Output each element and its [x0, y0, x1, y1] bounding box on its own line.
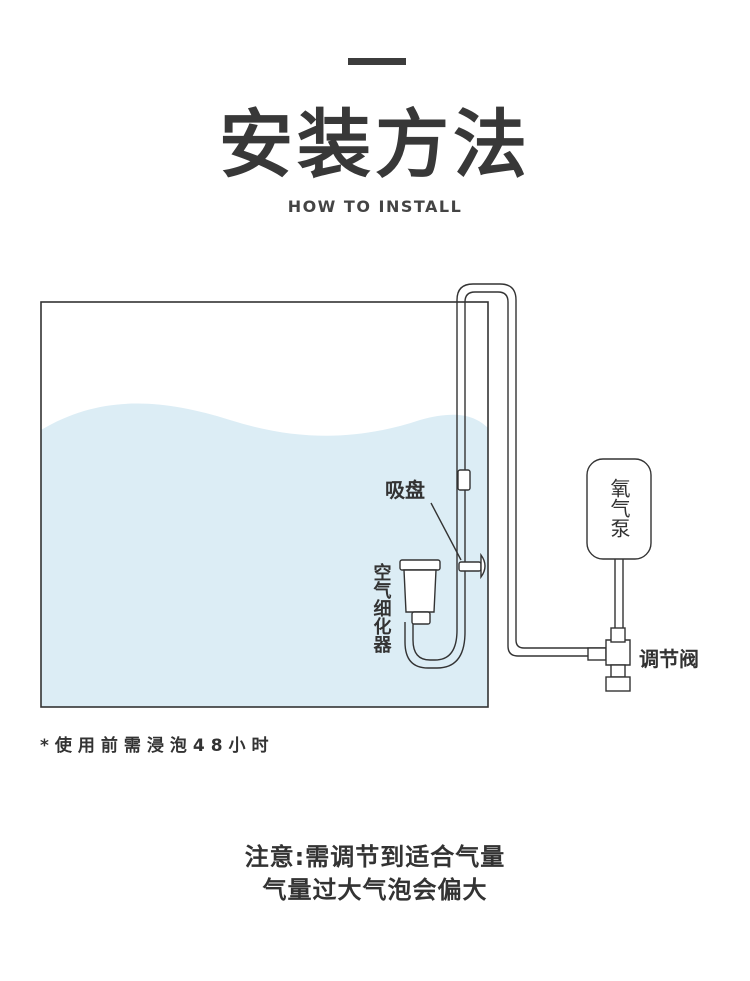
air-stone: [399, 559, 441, 625]
label-air-stone: 空气细化器: [371, 562, 393, 654]
label-air-pump: 氧气泵: [607, 478, 631, 538]
warning-line-2: 气量过大气泡会偏大: [262, 876, 488, 904]
aquarium-tank: [40, 301, 489, 708]
label-valve: 调节阀: [639, 647, 699, 671]
aquarium-water: [41, 403, 488, 707]
title-decor-bar: [348, 58, 406, 65]
page-title: 安装方法: [219, 102, 531, 188]
warning-line-1: 注意:需调节到适合气量: [244, 843, 506, 871]
suction-cup-pointer: [430, 502, 462, 561]
air-tube: [404, 283, 610, 669]
suction-cup: [458, 552, 486, 580]
tube-clip: [457, 469, 471, 491]
label-suction-cup: 吸盘: [385, 478, 425, 502]
soak-note: *使用前需浸泡48小时: [40, 736, 275, 756]
pump-tube: [614, 559, 624, 630]
regulator-valve: [587, 627, 631, 692]
page-subtitle: HOW TO INSTALL: [287, 197, 463, 216]
air-pump: [586, 458, 652, 560]
